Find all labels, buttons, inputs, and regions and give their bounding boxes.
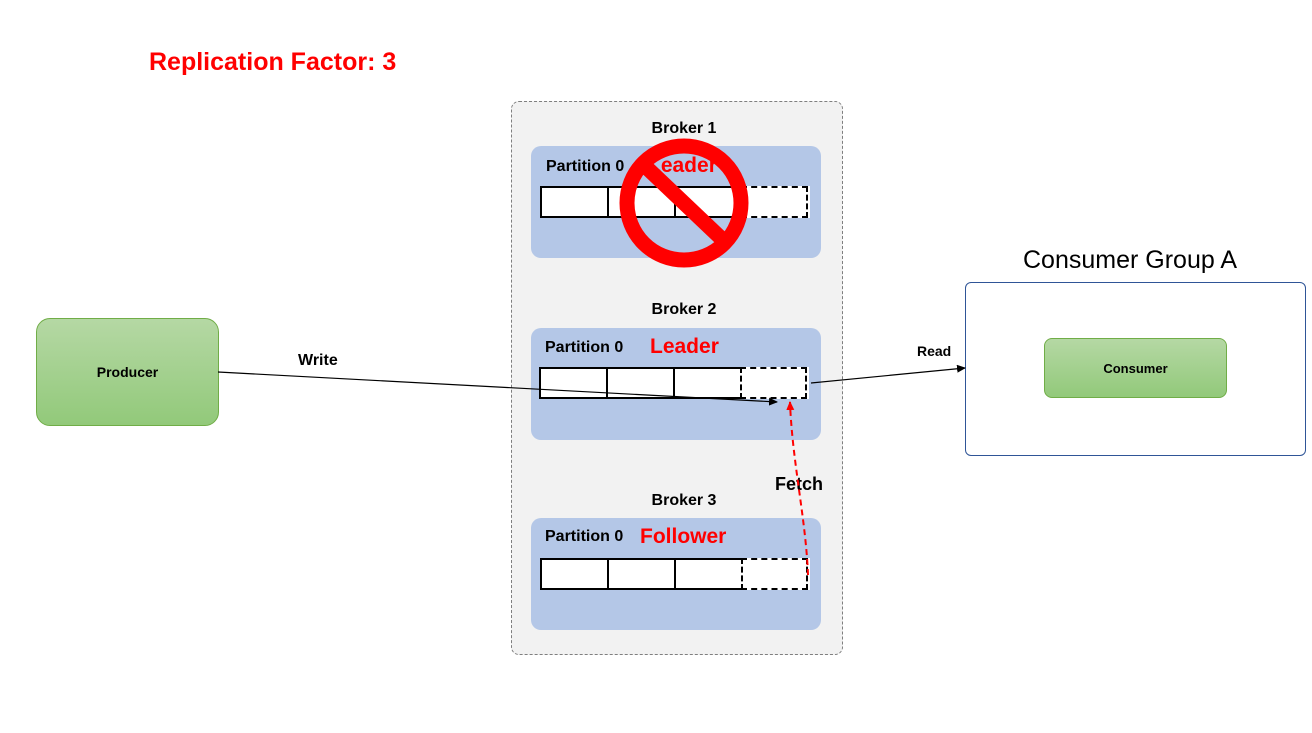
consumer-label: Consumer <box>1103 360 1168 376</box>
replication-factor-title: Replication Factor: 3 <box>149 48 397 76</box>
log-segment-pending <box>740 367 807 399</box>
read-label: Read <box>917 343 952 359</box>
broker-2-partition-label: Partition 0 <box>545 339 624 356</box>
write-arrow <box>217 371 778 406</box>
broker-1-role-label: Leader <box>648 154 717 177</box>
log-segment-pending <box>741 186 808 218</box>
producer-label: Producer <box>96 364 159 380</box>
consumer-group-title: Consumer Group A <box>1023 246 1237 274</box>
log-segment <box>674 558 741 590</box>
broker-3-role-label: Follower <box>640 525 727 548</box>
broker-2-label: Broker 2 <box>651 301 717 318</box>
broker-3-label: Broker 3 <box>651 492 717 509</box>
broker-3-log <box>540 558 810 590</box>
broker-1-label: Broker 1 <box>651 120 717 137</box>
read-arrow <box>810 364 966 384</box>
log-segment <box>539 367 606 399</box>
log-segment <box>540 186 607 218</box>
fetch-arrow <box>786 401 809 576</box>
log-segment-pending <box>741 558 808 590</box>
no-entry-icon <box>619 138 749 268</box>
consumer-node: Consumer <box>1044 338 1227 398</box>
producer-node: Producer <box>36 318 219 426</box>
log-segment <box>607 558 674 590</box>
broker-1-partition-label: Partition 0 <box>546 158 625 175</box>
broker-2-role-label: Leader <box>650 335 719 358</box>
log-segment <box>540 558 607 590</box>
broker-3-partition-label: Partition 0 <box>545 528 624 545</box>
write-label: Write <box>298 352 338 369</box>
